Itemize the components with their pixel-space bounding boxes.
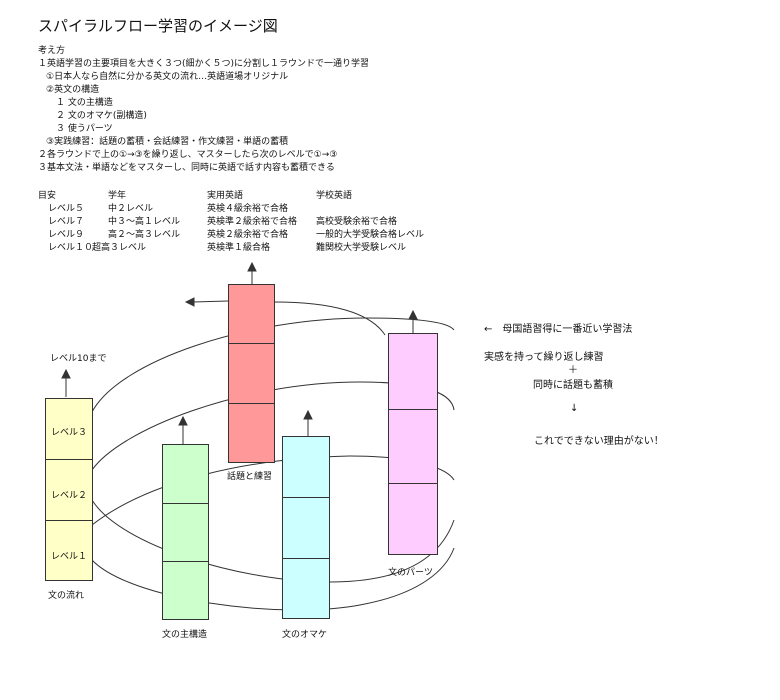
segment-divider: [389, 409, 437, 410]
table-cell: 英検４級余裕で合格: [207, 204, 289, 214]
note-line-4: これでできない理由がない！: [534, 436, 664, 447]
up-arrow-icon: [61, 368, 71, 379]
table-cell: 英検準１級合格: [207, 243, 271, 253]
extra-pillar-caption: 文のオマケ: [282, 630, 328, 640]
table-cell: レベル５: [48, 204, 85, 214]
table-cell: 超高３レベル: [92, 243, 147, 253]
note-line-2: 実感を持って繰り返し練習: [484, 352, 604, 363]
flow-bar-caption: 文の流れ: [48, 591, 85, 601]
table-header-guide: 目安: [38, 191, 57, 201]
note-line-1: ← 母国語習得に一番近い学習法: [484, 324, 633, 335]
table-cell: 英検準２級余裕で合格: [207, 217, 298, 227]
concept-line-4: １ 文の主構造: [56, 98, 113, 108]
main-structure-pillar: [162, 444, 209, 620]
level-1-label: レベル１: [50, 552, 87, 562]
left-arrow-icon: [184, 297, 195, 307]
spiral-ring-top: [91, 317, 455, 413]
segment-divider: [229, 403, 274, 404]
segment-divider: [229, 343, 274, 344]
page-title: スパイラルフロー学習のイメージ図: [38, 17, 278, 35]
segment-divider: [283, 497, 329, 498]
table-cell: 一般的大学受験合格レベル: [316, 230, 425, 240]
level-3-label: レベル３: [50, 428, 87, 438]
table-header-grade: 学年: [108, 191, 127, 201]
table-cell: 高校受験余裕で合格: [316, 217, 398, 227]
concept-line-6: ３ 使うパーツ: [56, 124, 113, 134]
table-header-school: 学校英語: [316, 191, 353, 201]
topic-pillar-caption: 話題と練習: [227, 472, 273, 482]
flow-bar: レベル３ レベル２ レベル１: [45, 398, 93, 581]
note-line-3: 同時に話題も蓄積: [533, 380, 613, 391]
concept-line-5: ２ 文のオマケ(副構造): [56, 111, 147, 121]
spiral-ring-middle: [91, 381, 455, 471]
concept-line-8: ２各ラウンドで上の①→③を繰り返し、マスターしたら次のレベルで①→③: [38, 150, 338, 160]
flow-to-top-arrow-line: [192, 300, 229, 303]
table-cell: 英検２級余裕で合格: [207, 230, 289, 240]
concept-heading: 考え方: [38, 46, 66, 56]
segment-divider: [163, 503, 208, 504]
extra-pillar: [282, 436, 330, 619]
spiral-top-arc: [274, 301, 386, 336]
level-2-label: レベル２: [50, 491, 87, 501]
concept-line-3: ②英文の構造: [46, 85, 100, 95]
up-arrow-icon: [408, 309, 418, 320]
table-cell: 中２レベル: [108, 204, 154, 214]
segment-divider: [163, 561, 208, 562]
spiral-ring-bottom: [91, 547, 455, 611]
table-cell: レベル９: [48, 230, 85, 240]
concept-line-9: ３基本文法・単語などをマスターし、同時に英語で話す内容も蓄積できる: [38, 163, 335, 173]
up-arrow-icon: [247, 261, 257, 272]
concept-line-2: ①日本人なら自然に分かる英文の流れ…英語道場オリジナル: [46, 72, 289, 82]
table-cell: レベル７: [48, 217, 85, 227]
parts-pillar: [388, 333, 438, 555]
up-arrow-icon: [178, 415, 188, 426]
table-cell: 難関校大学受験レベル: [316, 243, 407, 253]
table-cell: 中３～高１レベル: [108, 217, 181, 227]
table-cell: レベル１０: [48, 243, 94, 253]
up-arrow-icon: [303, 409, 313, 420]
segment-divider: [46, 520, 92, 521]
concept-line-1: １英語学習の主要項目を大きく３つ(細かく５つ)に分割し１ラウンドで一通り学習: [38, 59, 370, 69]
topic-pillar: [228, 284, 275, 463]
concept-line-7: ③実践練習：話題の蓄積・会話練習・作文練習・単語の蓄積: [46, 137, 289, 147]
table-header-practical: 実用英語: [207, 191, 244, 201]
top-level-label: レベル10まで: [50, 354, 107, 364]
main-structure-caption: 文の主構造: [162, 630, 208, 640]
note-down-arrow-icon: ↓: [570, 403, 579, 414]
note-plus: ＋: [568, 365, 578, 376]
table-cell: 高２～高３レベル: [108, 230, 181, 240]
segment-divider: [389, 483, 437, 484]
segment-divider: [46, 459, 92, 460]
parts-pillar-caption: 文のパーツ: [388, 568, 433, 578]
segment-divider: [283, 558, 329, 559]
